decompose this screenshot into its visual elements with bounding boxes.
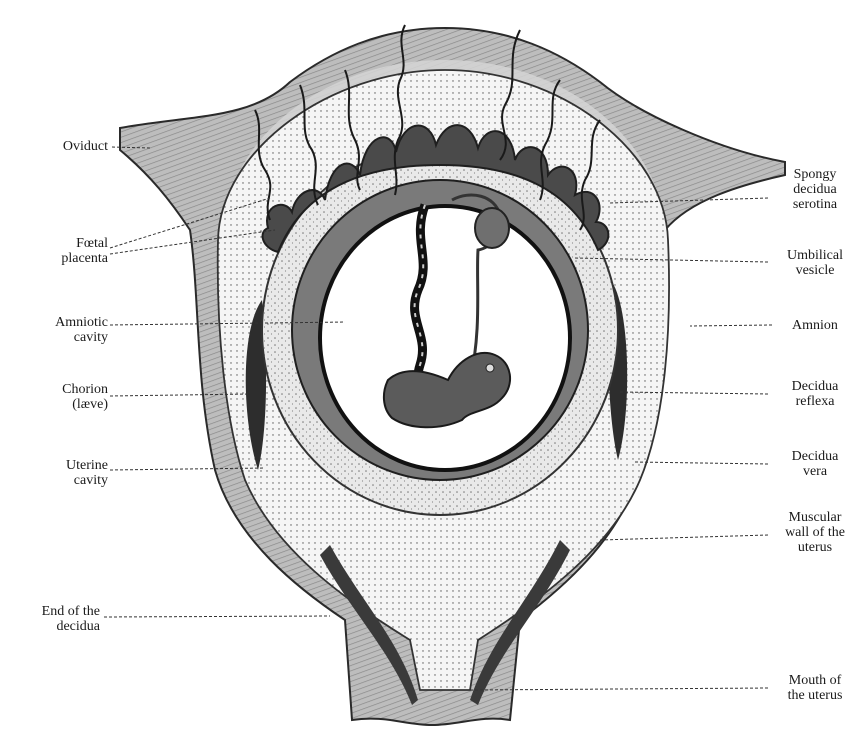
embryo-eye — [486, 364, 494, 372]
label-decidua-reflexa-line2: reflexa — [770, 394, 860, 409]
label-decidua-vera-line2: vera — [770, 464, 860, 479]
label-mouth-of-uterus: Mouth of the uterus — [770, 673, 860, 703]
label-spongy-decidua-line2: decidua — [770, 182, 860, 197]
label-chorion-line1: Chorion — [20, 382, 108, 397]
label-amnion: Amnion — [770, 318, 860, 333]
label-amniotic-cavity-line1: Amniotic — [20, 315, 108, 330]
label-mouth-of-uterus-line2: the uterus — [770, 688, 860, 703]
label-decidua-reflexa: Decidua reflexa — [770, 379, 860, 409]
label-foetal-placenta: Fœtal placenta — [20, 236, 108, 266]
label-uterine-cavity-line2: cavity — [20, 473, 108, 488]
label-end-of-decidua-line1: End of the — [4, 604, 100, 619]
label-chorion-line2: (læve) — [20, 397, 108, 412]
label-umbilical-vesicle: Umbilical vesicle — [770, 248, 860, 278]
label-spongy-decidua-line3: serotina — [770, 197, 860, 212]
label-mouth-of-uterus-line1: Mouth of — [770, 673, 860, 688]
label-decidua-vera-line1: Decidua — [770, 449, 860, 464]
amniotic-cavity — [320, 206, 570, 470]
label-oviduct: Oviduct — [20, 139, 108, 154]
label-muscular-wall: Muscular wall of the uterus — [770, 510, 860, 555]
label-end-of-decidua-line2: decidua — [4, 619, 100, 634]
label-chorion: Chorion (læve) — [20, 382, 108, 412]
label-decidua-vera: Decidua vera — [770, 449, 860, 479]
label-umbilical-vesicle-line2: vesicle — [770, 263, 860, 278]
label-spongy-decidua: Spongy decidua serotina — [770, 167, 860, 212]
label-muscular-wall-line1: Muscular — [770, 510, 860, 525]
label-spongy-decidua-line1: Spongy — [770, 167, 860, 182]
label-muscular-wall-line2: wall of the — [770, 525, 860, 540]
label-muscular-wall-line3: uterus — [770, 540, 860, 555]
label-uterine-cavity-line1: Uterine — [20, 458, 108, 473]
label-amniotic-cavity: Amniotic cavity — [20, 315, 108, 345]
label-umbilical-vesicle-line1: Umbilical — [770, 248, 860, 263]
label-uterine-cavity: Uterine cavity — [20, 458, 108, 488]
label-amnion-line1: Amnion — [770, 318, 860, 333]
label-foetal-placenta-line2: placenta — [20, 251, 108, 266]
umbilical-vesicle — [475, 208, 509, 248]
label-foetal-placenta-line1: Fœtal — [20, 236, 108, 251]
label-amniotic-cavity-line2: cavity — [20, 330, 108, 345]
label-oviduct-line1: Oviduct — [20, 139, 108, 154]
label-decidua-reflexa-line1: Decidua — [770, 379, 860, 394]
label-end-of-decidua: End of the decidua — [4, 604, 100, 634]
